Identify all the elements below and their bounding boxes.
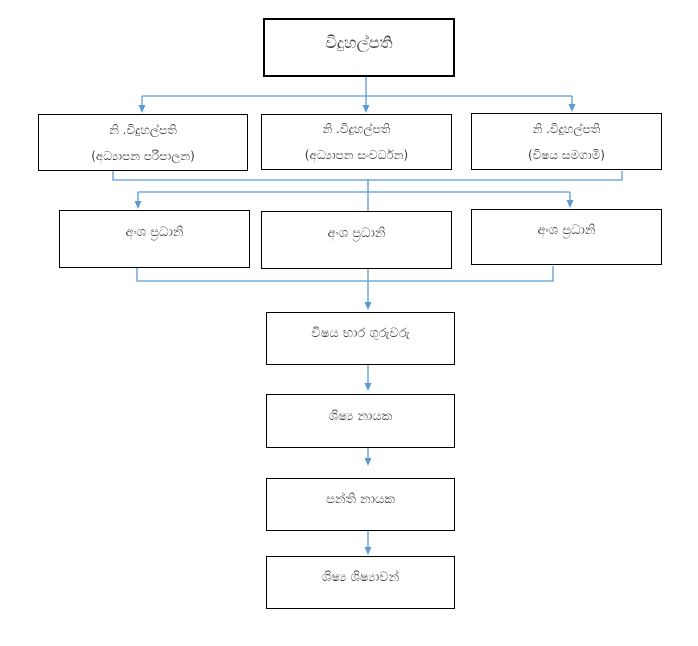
arrow-to-students-head: [364, 547, 372, 555]
students-label: ශිෂ්‍ය ශිෂ්‍යාවන්: [321, 570, 400, 586]
arrow-to-section-3-head: [566, 200, 574, 208]
section-head-box-3: අංශ ප්‍රධානි: [471, 209, 662, 265]
arrow-to-deputy-3-head: [568, 104, 576, 112]
deputy-principal-2-subtitle: (අධ්‍යාපන සංවර්ධන): [304, 148, 409, 162]
line-deputies-lower-bus-a: [112, 171, 623, 181]
deputy-principal-box-2: නි .විදුහල්පති (අධ්‍යාපන සංවර්ධන): [261, 114, 452, 170]
line-sections-bus: [136, 266, 554, 282]
deputy-principal-box-3: නි .විදුහල්පති (විෂය සමගාමී): [471, 113, 662, 170]
section-head-3-label: අංශ ප්‍රධානි: [537, 222, 596, 238]
principal-box: විදුහල්පති: [263, 18, 455, 77]
subject-teachers-box: විෂය භාර ගුරුවරු: [266, 312, 455, 365]
arrow-to-student-leader-head: [364, 383, 372, 391]
principal-label: විදුහල්පති: [325, 33, 393, 53]
section-head-box-2: අංශ ප්‍රධානි: [261, 211, 452, 269]
deputy-principal-box-1: නි .විදුහල්පති (අධ්‍යාපන පරිපාලන): [38, 114, 248, 171]
class-leader-box: පන්ති නායක: [266, 478, 455, 531]
deputy-principal-1-title: නි .විදුහල්පති: [109, 122, 177, 137]
student-leader-label: ශිෂ්‍ය නායක: [328, 408, 393, 424]
arrow-to-section-1-head: [134, 201, 142, 209]
deputy-principal-3-title: නි .විදුහල්පති: [532, 121, 601, 136]
student-leader-box: ශිෂ්‍ය නායක: [266, 394, 455, 448]
subject-teachers-label: විෂය භාර ගුරුවරු: [311, 326, 410, 342]
arrow-to-class-leader-head: [364, 458, 372, 466]
students-box: ශිෂ්‍ය ශිෂ්‍යාවන්: [266, 556, 455, 609]
section-head-2-label: අංශ ප්‍රධානි: [327, 225, 386, 241]
deputy-principal-3-subtitle: (විෂය සමගාමී): [528, 147, 605, 162]
deputy-principal-1-subtitle: (අධ්‍යාපන පරිපාලන): [91, 148, 195, 163]
section-head-box-1: අංශ ප්‍රධානි: [59, 210, 250, 268]
arrow-to-deputy-1-head: [138, 105, 146, 113]
deputy-principal-2-title: නි .විදුහල්පති: [322, 122, 391, 137]
arrow-to-deputy-2-head: [362, 105, 370, 113]
class-leader-label: පන්ති නායක: [326, 492, 395, 508]
section-head-1-label: අංශ ප්‍රධානි: [125, 224, 184, 240]
arrow-to-subject-teachers-head: [364, 302, 372, 310]
